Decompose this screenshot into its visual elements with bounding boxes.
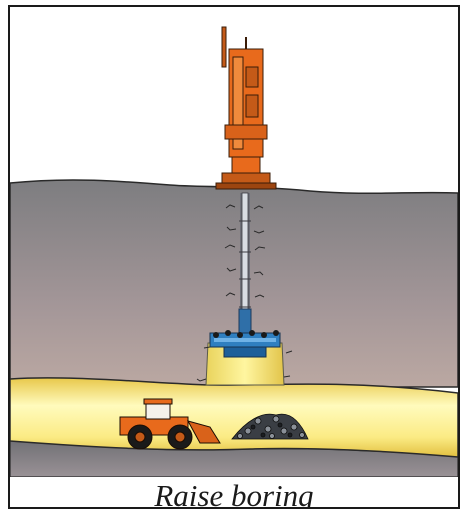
- raise-boring-illustration: [10, 7, 458, 477]
- tunnel: [10, 378, 458, 457]
- figure-caption: Raise boring: [10, 481, 458, 509]
- figure-frame: Raise boring: [8, 5, 460, 509]
- raise-boring-rig: [216, 27, 276, 189]
